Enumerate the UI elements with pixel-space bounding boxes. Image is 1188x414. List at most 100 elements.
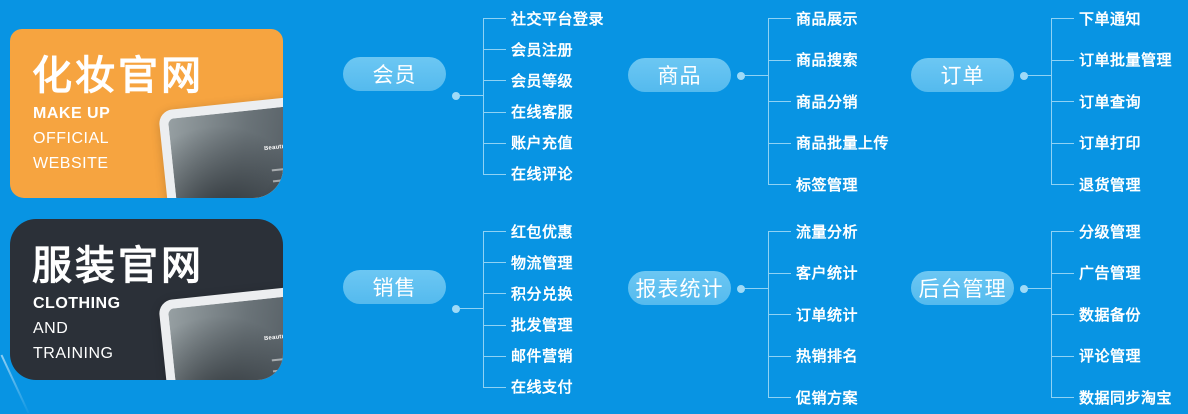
leaf-label: 积分兑换 [511,285,574,303]
leaf-list: 分级管理 广告管理 数据备份 评论管理 数据同步淘宝 [1050,221,1173,407]
node-pill-report: 报表统计 [628,271,731,305]
leaf-label: 数据备份 [1079,306,1142,324]
card-subtitle-line: OFFICIAL [33,130,110,147]
leaf-label: 物流管理 [511,254,574,272]
leaf-item: 物流管理 [482,252,574,272]
leaf-label: 退货管理 [1079,176,1142,194]
leaf-item: 账户充值 [482,133,604,153]
node-pill-product: 商品 [628,58,731,92]
leaf-item: 商品展示 [767,8,889,28]
leaf-item: 流量分析 [767,221,859,241]
leaf-label: 批发管理 [511,317,574,335]
leaf-item: 商品分销 [767,91,889,111]
leaf-item: 红包优惠 [482,221,574,241]
connector-dot [452,304,460,313]
leaf-list: 商品展示 商品搜索 商品分销 商品批量上传 标签管理 [767,8,890,194]
leaf-label: 会员等级 [511,72,574,90]
leaf-label: 热销排名 [796,348,859,365]
leaf-item: 邮件营销 [482,346,574,366]
leaf-label: 订单批量管理 [1079,52,1173,69]
card-makeup-website: 化妆官网 MAKE UP OFFICIAL WEBSITE Beautifull… [10,29,283,198]
card-title: 化妆官网 [32,54,204,98]
leaf-item: 客户统计 [767,263,859,283]
connector-dot [737,284,745,293]
leaf-label: 流量分析 [796,223,859,241]
screen-caption: Beautifully handcrafted templates for y [263,324,283,342]
leaf-item: 批发管理 [482,315,574,335]
device-screen: Beautifully handcrafted templates for y … [167,282,283,380]
leaf-item: 评论管理 [1050,346,1172,366]
card-subtitle-line: MAKE UP [33,105,111,122]
leaf-label: 下单通知 [1079,10,1142,28]
connector-line [1020,71,1051,80]
leaf-label: 账户充值 [511,135,574,153]
card-title: 服装官网 [32,244,204,288]
leaf-label: 广告管理 [1079,265,1142,282]
leaf-label: 在线支付 [511,379,574,397]
leaf-label: 客户统计 [796,265,859,282]
leaf-item: 退货管理 [1050,174,1172,194]
device-screen: Beautifully handcrafted templates for y … [167,92,283,198]
leaf-label: 分级管理 [1079,223,1142,241]
leaf-item: 积分兑换 [482,283,574,303]
card-clothing-website: 服装官网 CLOTHING AND TRAINING Beautifully h… [10,219,283,380]
leaf-label: 数据同步淘宝 [1079,389,1173,407]
connector-dot [1020,284,1028,293]
leaf-list: 红包优惠 物流管理 积分兑换 批发管理 邮件营销 在线支付 [482,221,574,397]
connector-dot [1020,71,1028,80]
leaf-item: 热销排名 [767,346,859,366]
leaf-item: 分级管理 [1050,221,1172,241]
leaf-label: 商品展示 [796,10,859,28]
connector-line [1020,284,1051,293]
leaf-list: 流量分析 客户统计 订单统计 热销排名 促销方案 [767,221,859,407]
connector-line [452,304,483,313]
leaf-item: 在线评论 [482,164,604,184]
leaf-list: 社交平台登录 会员注册 会员等级 在线客服 账户充值 在线评论 [482,8,604,184]
leaf-label: 评论管理 [1079,348,1142,365]
card-subtitle-line: CLOTHING [33,295,121,312]
card-subtitle-line: WEBSITE [33,155,109,172]
leaf-item: 数据同步淘宝 [1050,387,1173,407]
leaf-label: 在线客服 [511,104,574,122]
leaf-label: 商品搜索 [796,52,859,69]
connector-dot [737,71,745,80]
leaf-label: 促销方案 [796,389,859,407]
leaf-item: 广告管理 [1050,263,1172,283]
leaf-label: 订单查询 [1079,93,1142,111]
leaf-label: 订单打印 [1079,135,1142,152]
leaf-item: 会员等级 [482,70,604,90]
leaf-label: 红包优惠 [511,223,574,241]
leaf-label: 邮件营销 [511,348,574,366]
connector-dot [452,91,460,100]
leaf-item: 数据备份 [1050,304,1172,324]
connector-line [737,284,768,293]
leaf-item: 订单打印 [1050,133,1172,153]
screen-text-line [271,345,283,362]
connector-line [452,91,483,100]
screen-caption: Beautifully handcrafted templates for y [263,134,283,152]
leaf-label: 商品分销 [796,93,859,111]
leaf-label: 商品批量上传 [796,135,890,152]
leaf-item: 在线客服 [482,102,604,122]
screen-text-line [273,180,283,194]
leaf-item: 订单批量管理 [1050,50,1173,70]
leaf-label: 订单统计 [796,306,859,324]
leaf-list: 下单通知 订单批量管理 订单查询 订单打印 退货管理 [1050,8,1173,194]
card-subtitle-line: TRAINING [33,345,114,362]
card-subtitle-line: AND [33,320,69,337]
laptop-mockup: Beautifully handcrafted templates for y … [158,83,283,198]
leaf-item: 促销方案 [767,387,859,407]
leaf-item: 订单统计 [767,304,859,324]
leaf-item: 订单查询 [1050,91,1172,111]
leaf-item: 会员注册 [482,39,604,59]
node-pill-member: 会员 [343,57,446,91]
leaf-label: 在线评论 [511,166,574,184]
leaf-item: 商品搜索 [767,50,889,70]
leaf-label: 标签管理 [796,176,859,194]
node-pill-sales: 销售 [343,270,446,304]
leaf-item: 标签管理 [767,174,889,194]
leaf-item: 社交平台登录 [482,8,604,28]
leaf-item: 下单通知 [1050,8,1172,28]
card-subtitle: MAKE UP OFFICIAL WEBSITE [33,101,110,176]
